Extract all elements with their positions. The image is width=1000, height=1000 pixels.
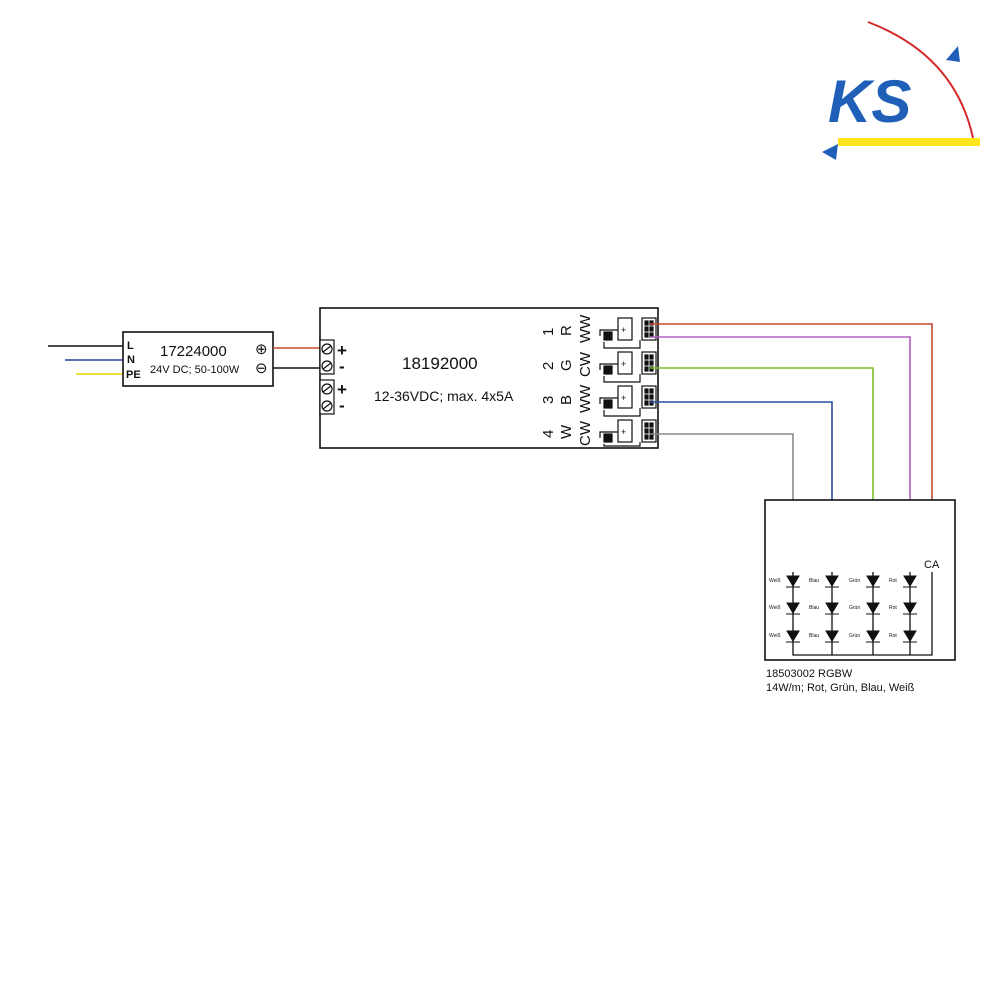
led-diode — [903, 602, 917, 615]
led-diode — [825, 575, 839, 588]
led-diode — [903, 575, 917, 588]
psu-input-l: L — [127, 340, 134, 352]
led-diode — [786, 630, 800, 643]
input-sign-plus-1: + — [337, 341, 347, 360]
channel-2-white: CW — [577, 351, 594, 377]
strip-common-label: CA — [924, 559, 940, 571]
led-strip: CA — [764, 499, 956, 694]
led-diode — [825, 602, 839, 615]
logo-text: KS — [828, 68, 911, 135]
led-label-rot: Rot — [889, 633, 897, 639]
logo-arc — [867, 21, 974, 139]
logo-triangle-left — [822, 144, 838, 160]
channel-3-number: 3 — [540, 396, 557, 404]
svg-text:+: + — [621, 393, 626, 403]
strip-model: 18503002 RGBW — [766, 668, 853, 680]
channel-3-white: WW — [577, 384, 594, 413]
power-supply: L N PE 17224000 24V DC; 50-100W ⊕ ⊖ — [122, 331, 274, 387]
svg-text:+: + — [621, 427, 626, 437]
led-label-weiss: Weiß — [769, 578, 781, 584]
led-diode — [866, 575, 880, 588]
strip-spec: 14W/m; Rot, Grün, Blau, Weiß — [766, 682, 915, 694]
psu-input-pe: PE — [126, 369, 141, 381]
ks-logo: KS — [822, 21, 980, 160]
channel-1-number: 1 — [540, 328, 557, 336]
channel-1-color: R — [558, 325, 575, 336]
input-sign-plus-2: + — [337, 380, 347, 399]
led-diode — [866, 602, 880, 615]
channel-4-white: CW — [577, 420, 594, 446]
led-label-weiss: Weiß — [769, 633, 781, 639]
led-diode — [786, 575, 800, 588]
controller-input-terminal — [319, 339, 335, 415]
logo-triangle-top — [946, 46, 960, 62]
switch-channel-3: + — [599, 385, 641, 417]
switch-channel-1: + — [599, 317, 641, 349]
channel-2-number: 2 — [540, 362, 557, 370]
wire-red — [650, 323, 933, 556]
led-diode — [825, 630, 839, 643]
logo-underline — [838, 138, 980, 146]
channel-4-number: 4 — [540, 430, 557, 438]
led-label-gruen: Grün — [849, 578, 860, 584]
channel-labels: 1 R WW 2 G CW 3 B WW 4 W CW — [540, 314, 594, 446]
led-label-rot: Rot — [889, 578, 897, 584]
controller-model: 18192000 — [402, 354, 478, 373]
channel-3-color: B — [558, 395, 575, 405]
led-diodes — [786, 575, 917, 643]
led-color-labels: Weiß Blau Grün Rot Weiß Blau Grün Rot We… — [769, 578, 897, 639]
channel-switches: + + + + — [599, 317, 641, 447]
svg-text:+: + — [621, 325, 626, 335]
led-label-rot: Rot — [889, 605, 897, 611]
wire-violet — [650, 336, 911, 572]
led-label-blau: Blau — [809, 633, 819, 639]
channel-1-white: WW — [577, 314, 594, 343]
psu-model: 17224000 — [160, 343, 227, 360]
input-sign-minus-1: - — [339, 357, 345, 376]
psu-output-plus-icon: ⊕ — [255, 341, 268, 358]
led-label-blau: Blau — [809, 578, 819, 584]
psu-input-n: N — [127, 354, 135, 366]
switch-channel-2: + — [599, 351, 641, 383]
channel-2-color: G — [558, 359, 575, 371]
led-diode — [786, 602, 800, 615]
input-sign-minus-2: - — [339, 396, 345, 415]
led-label-weiss: Weiß — [769, 605, 781, 611]
led-label-gruen: Grün — [849, 633, 860, 639]
switch-channel-4: + — [599, 419, 641, 447]
controller: + - + - 18192000 12-36VDC; max. 4x5A 1 R… — [319, 307, 659, 449]
svg-text:+: + — [621, 359, 626, 369]
psu-spec: 24V DC; 50-100W — [150, 364, 240, 376]
controller-spec: 12-36VDC; max. 4x5A — [374, 388, 514, 404]
psu-output-minus-icon: ⊖ — [255, 360, 268, 377]
led-label-blau: Blau — [809, 605, 819, 611]
led-label-gruen: Grün — [849, 605, 860, 611]
led-diode — [903, 630, 917, 643]
led-diode — [866, 630, 880, 643]
channel-4-color: W — [558, 424, 575, 439]
